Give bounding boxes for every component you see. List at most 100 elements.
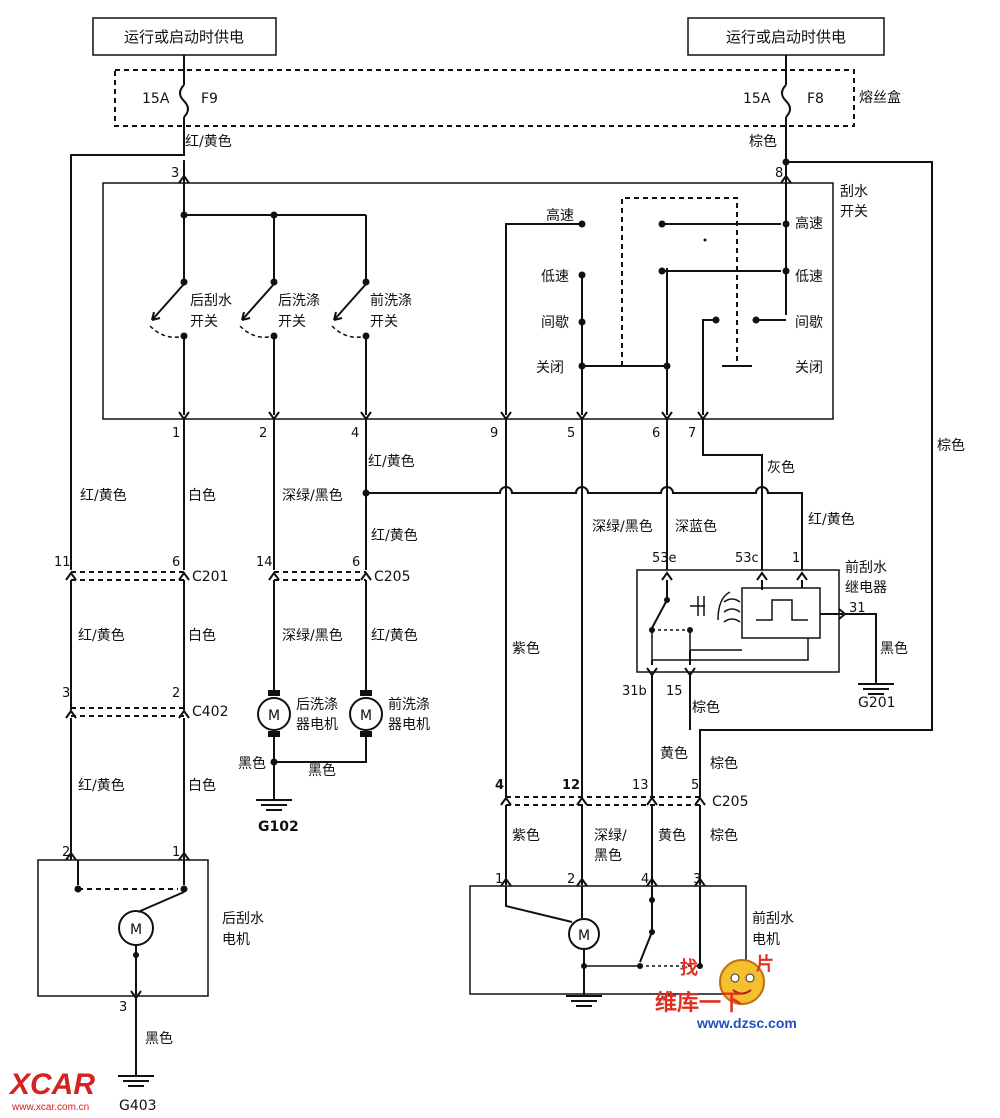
ground-g201: G201 <box>858 683 896 711</box>
svg-text:维库一下: 维库一下 <box>655 990 743 1016</box>
svg-text:白色: 白色 <box>188 627 216 644</box>
svg-text:8: 8 <box>775 166 783 181</box>
svg-text:黄色: 黄色 <box>658 827 686 844</box>
svg-text:棕色: 棕色 <box>710 827 738 844</box>
svg-text:间歇: 间歇 <box>541 315 569 331</box>
svg-text:关闭: 关闭 <box>536 360 564 376</box>
svg-text:2: 2 <box>172 686 180 701</box>
svg-text:4: 4 <box>641 872 649 887</box>
svg-text:关闭: 关闭 <box>795 360 823 376</box>
svg-text:M: M <box>130 922 142 938</box>
svg-text:开关: 开关 <box>278 314 306 330</box>
svg-text:熔丝盒: 熔丝盒 <box>859 89 901 106</box>
svg-text:C402: C402 <box>192 704 229 720</box>
svg-text:3: 3 <box>693 872 701 887</box>
svg-text:15A: 15A <box>142 91 170 107</box>
svg-text:红/黄色: 红/黄色 <box>78 627 125 644</box>
svg-text:C205: C205 <box>374 569 411 585</box>
svg-text:后洗涤: 后洗涤 <box>296 697 338 713</box>
svg-text:黑色: 黑色 <box>594 847 622 864</box>
svg-text:开关: 开关 <box>840 204 868 220</box>
svg-text:2: 2 <box>62 845 70 860</box>
svg-text:紫色: 紫色 <box>512 827 540 844</box>
svg-text:3: 3 <box>62 686 70 701</box>
svg-text:4: 4 <box>351 426 359 441</box>
svg-text:G201: G201 <box>858 695 896 711</box>
svg-text:前刮水: 前刮水 <box>845 559 887 576</box>
svg-text:电机: 电机 <box>222 932 250 948</box>
wire-label: 棕色 <box>749 133 777 150</box>
wire-label: 棕色 <box>937 437 965 454</box>
svg-text:15A: 15A <box>743 91 771 107</box>
svg-text:1: 1 <box>792 551 800 566</box>
power-box-left: 运行或启动时供电 <box>92 17 277 56</box>
svg-text:6: 6 <box>652 426 660 441</box>
svg-text:灰色: 灰色 <box>767 459 795 476</box>
svg-text:红/黄色: 红/黄色 <box>368 453 415 470</box>
svg-text:黑色: 黑色 <box>238 755 266 772</box>
front-wash-switch: 前洗涤 开关 <box>331 278 412 415</box>
svg-text:红/黄色: 红/黄色 <box>371 527 418 544</box>
svg-text:前洗涤: 前洗涤 <box>388 696 430 713</box>
svg-text:5: 5 <box>567 426 575 441</box>
svg-text:器电机: 器电机 <box>388 717 430 733</box>
svg-text:M: M <box>360 708 372 724</box>
front-washer-motor: M 前洗涤 器电机 <box>349 690 430 737</box>
svg-text:黄色: 黄色 <box>660 745 688 762</box>
fuse-f8: 15A F8 <box>743 55 824 118</box>
svg-text:深绿/黑色: 深绿/黑色 <box>282 487 343 504</box>
svg-text:后刮水: 后刮水 <box>190 293 232 309</box>
svg-text:53e: 53e <box>652 551 677 566</box>
svg-text:刮水: 刮水 <box>840 184 868 200</box>
xcar-watermark: XCAR www.xcar.com.cn <box>8 1068 95 1113</box>
svg-text:2: 2 <box>259 426 267 441</box>
svg-text:棕色: 棕色 <box>710 755 738 772</box>
fuse-box: 熔丝盒 <box>114 69 901 127</box>
svg-text:黑色: 黑色 <box>880 640 908 657</box>
svg-text:9: 9 <box>490 426 498 441</box>
rear-washer-motor: M 后洗涤 器电机 <box>257 690 338 737</box>
svg-text:深蓝色: 深蓝色 <box>675 518 717 535</box>
connector-c402: 3 2 C402 <box>62 686 229 720</box>
svg-text:www.xcar.com.cn: www.xcar.com.cn <box>11 1102 89 1113</box>
svg-text:继电器: 继电器 <box>845 580 887 596</box>
rear-wiper-switch: 后刮水 开关 <box>149 278 232 415</box>
wiper-switch-box <box>102 182 834 420</box>
svg-text:低速: 低速 <box>795 269 823 285</box>
svg-text:深绿/黑色: 深绿/黑色 <box>592 518 653 535</box>
svg-text:器电机: 器电机 <box>296 717 338 733</box>
connector-c205-upper: 14 6 C205 <box>256 555 411 585</box>
dzsc-watermark: 找 片 维库一下 www.dzsc.com <box>655 953 797 1031</box>
svg-text:2: 2 <box>567 872 575 887</box>
svg-text:11: 11 <box>54 555 71 570</box>
svg-text:运行或启动时供电: 运行或启动时供电 <box>124 28 244 46</box>
svg-text:4: 4 <box>495 778 504 793</box>
svg-text:开关: 开关 <box>370 314 398 330</box>
svg-text:3: 3 <box>119 1000 127 1015</box>
svg-text:后刮水: 后刮水 <box>222 911 264 927</box>
svg-text:红/黄色: 红/黄色 <box>80 487 127 504</box>
svg-text:G102: G102 <box>258 819 299 835</box>
svg-text:53c: 53c <box>735 551 759 566</box>
connector-c201: 11 6 C201 <box>54 555 229 585</box>
svg-text:红/黄色: 红/黄色 <box>78 777 125 794</box>
svg-text:高速: 高速 <box>546 207 574 224</box>
svg-text:C201: C201 <box>192 569 229 585</box>
svg-text:棕色: 棕色 <box>692 699 720 716</box>
svg-text:www.dzsc.com: www.dzsc.com <box>696 1015 797 1031</box>
svg-text:5: 5 <box>691 778 699 793</box>
svg-text:白色: 白色 <box>188 487 216 504</box>
rear-wash-switch: 后洗涤 开关 <box>239 278 320 415</box>
switch-bottom-pins: 1 2 4 9 5 6 7 <box>172 411 709 441</box>
svg-text:后洗涤: 后洗涤 <box>278 293 320 309</box>
svg-text:F9: F9 <box>201 91 218 107</box>
svg-text:G403: G403 <box>119 1098 157 1114</box>
svg-text:黑色: 黑色 <box>308 762 336 779</box>
svg-text:6: 6 <box>172 555 180 570</box>
svg-text:13: 13 <box>632 778 649 793</box>
svg-text:7: 7 <box>688 426 696 441</box>
svg-text:3: 3 <box>171 166 179 181</box>
svg-text:电机: 电机 <box>752 932 780 948</box>
svg-text:低速: 低速 <box>541 269 569 285</box>
